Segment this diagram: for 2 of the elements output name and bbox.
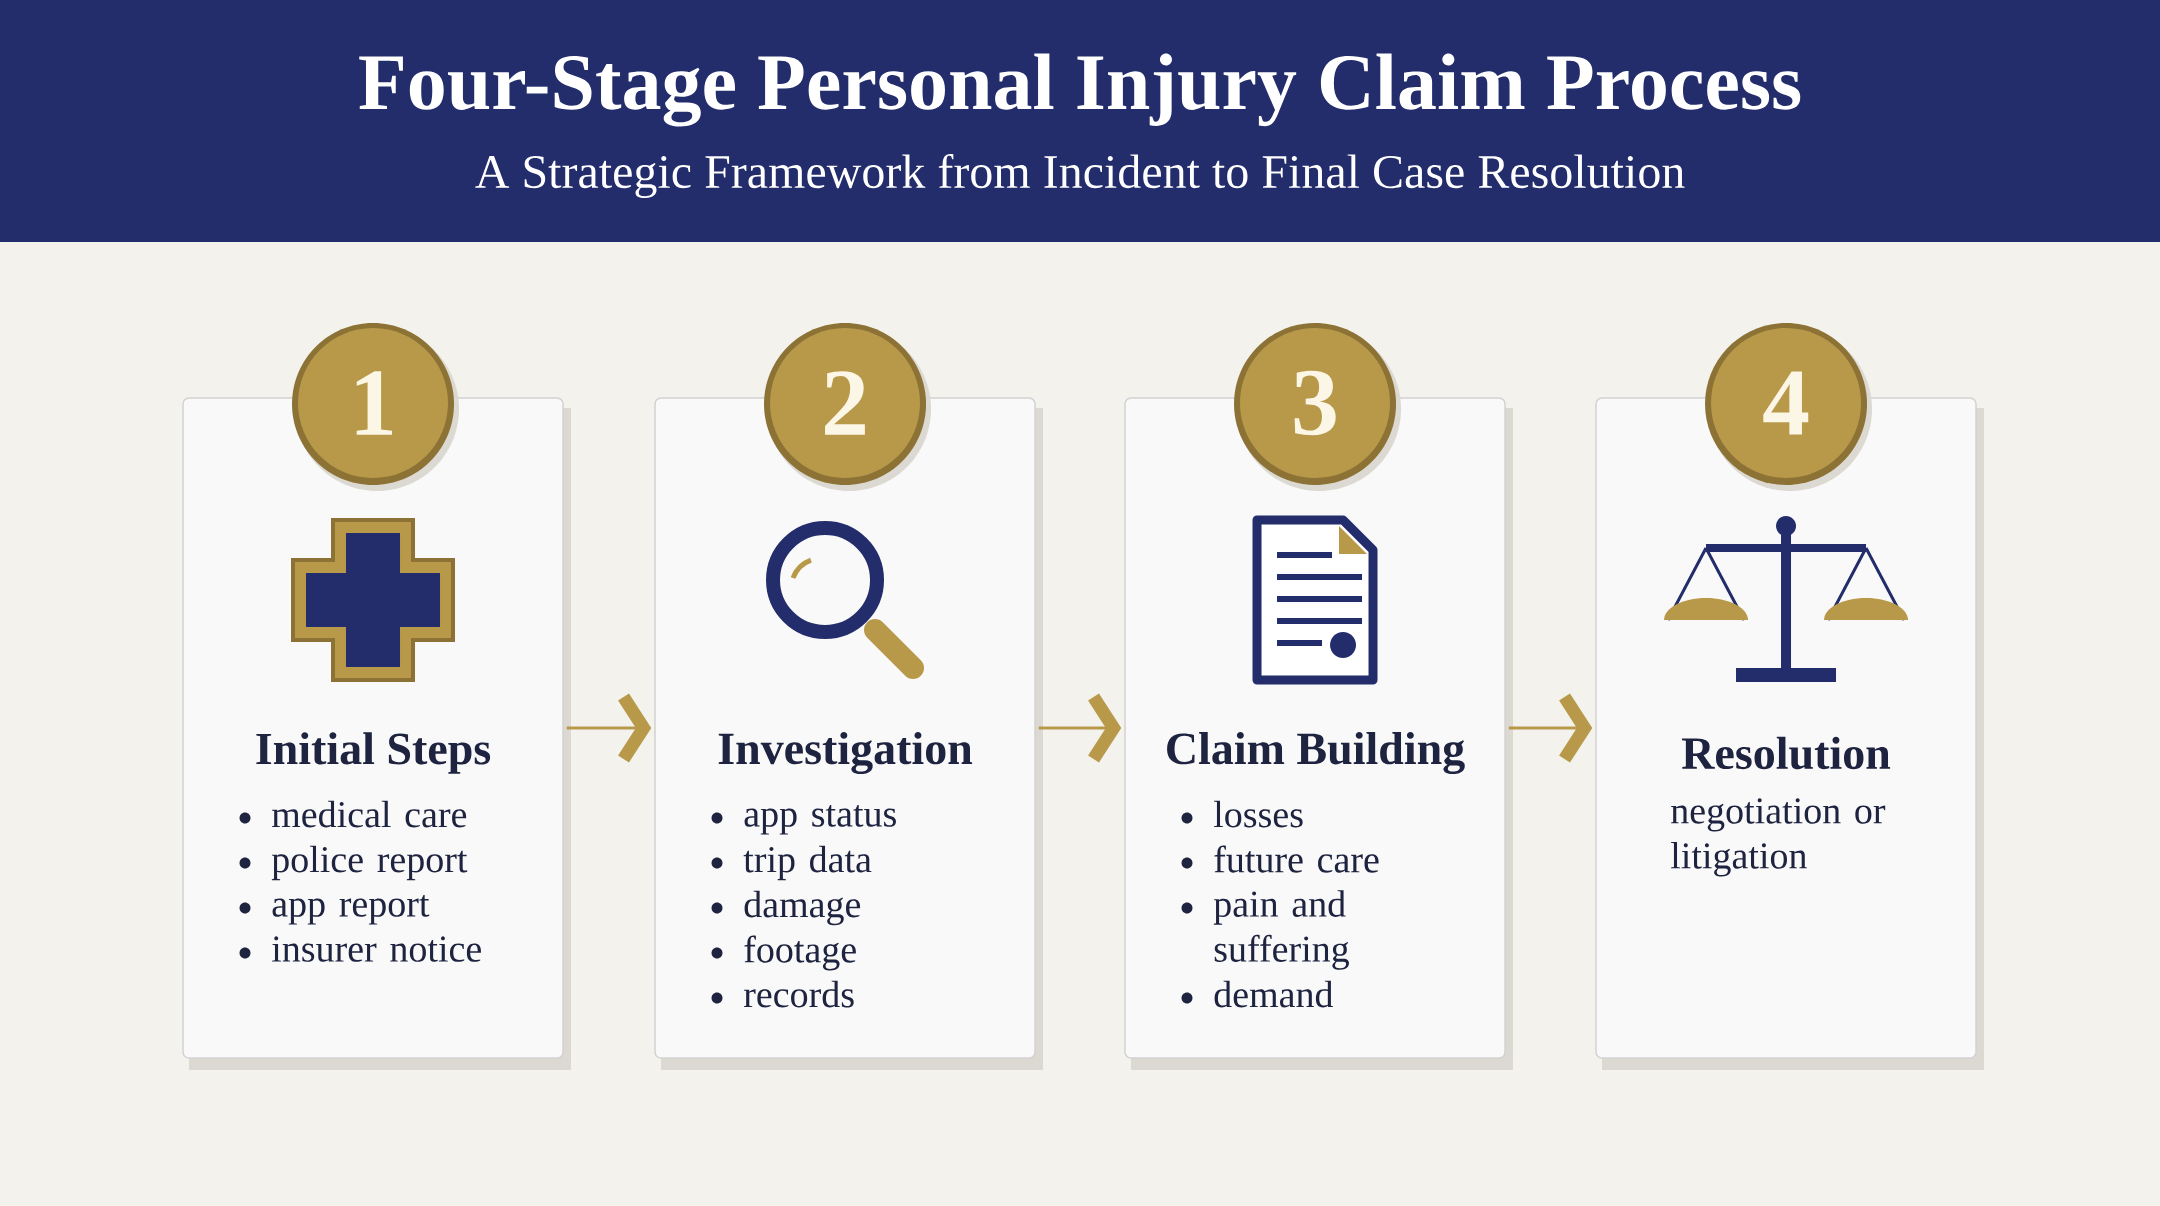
- subtitle: A Strategic Framework from Incident to Final Case Resolution: [475, 153, 1685, 199]
- title: Four-Stage Personal Injury Claim Process: [359, 53, 1801, 127]
